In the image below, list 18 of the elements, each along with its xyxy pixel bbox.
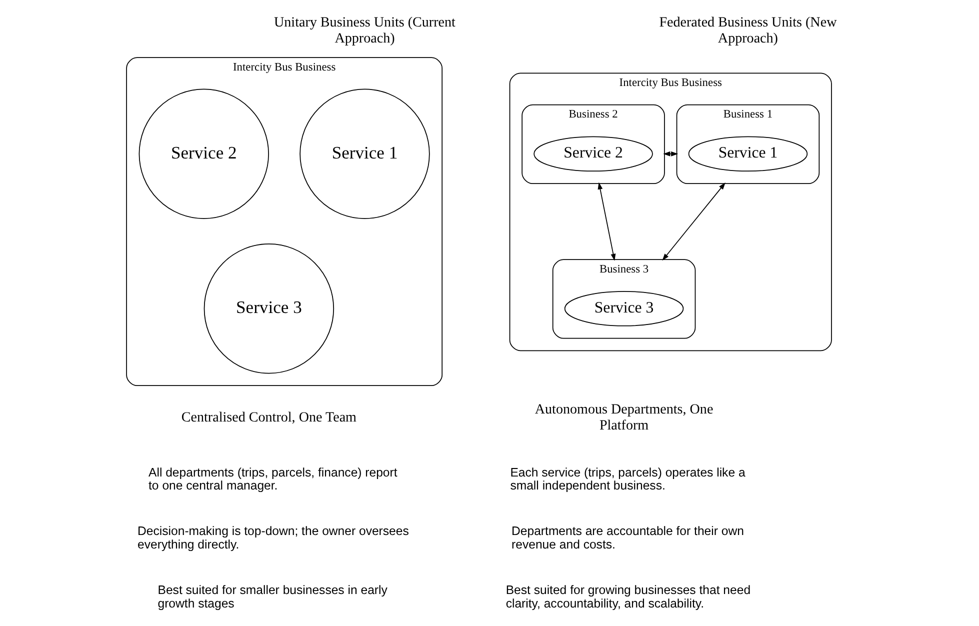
arrow xyxy=(597,182,616,261)
node-circle: Service 3 xyxy=(203,244,334,374)
label: Each service (trips, parcels) operates like a small independent business. xyxy=(510,465,745,492)
label: Unitary Business Units (Current Approach) xyxy=(274,14,455,46)
label: Federated Business Units (New Approach) xyxy=(658,14,836,46)
label: Autonomous Departments, One Platform xyxy=(534,402,713,434)
arrow xyxy=(662,182,725,261)
label: Centralised Control, One Team xyxy=(180,409,356,426)
node-ellipse: Service 1 xyxy=(688,136,808,172)
node-circle: Service 1 xyxy=(299,88,430,219)
label: Departments are accountable for their own revenue and costs. xyxy=(511,524,744,552)
node-ellipse: Service 2 xyxy=(533,136,652,172)
label: All departments (trips, parcels, finance) report to one central manager. xyxy=(148,465,397,492)
node-ellipse: Service 3 xyxy=(564,290,684,326)
label: Best suited for growing businesses that need clarity, accountability, and scalability. xyxy=(505,583,750,610)
label: Best suited for smaller businesses in early growth stages xyxy=(157,583,387,610)
node-circle: Service 2 xyxy=(138,88,268,219)
label: Decision-making is top-down; the owner oversees everything directly. xyxy=(137,524,408,552)
